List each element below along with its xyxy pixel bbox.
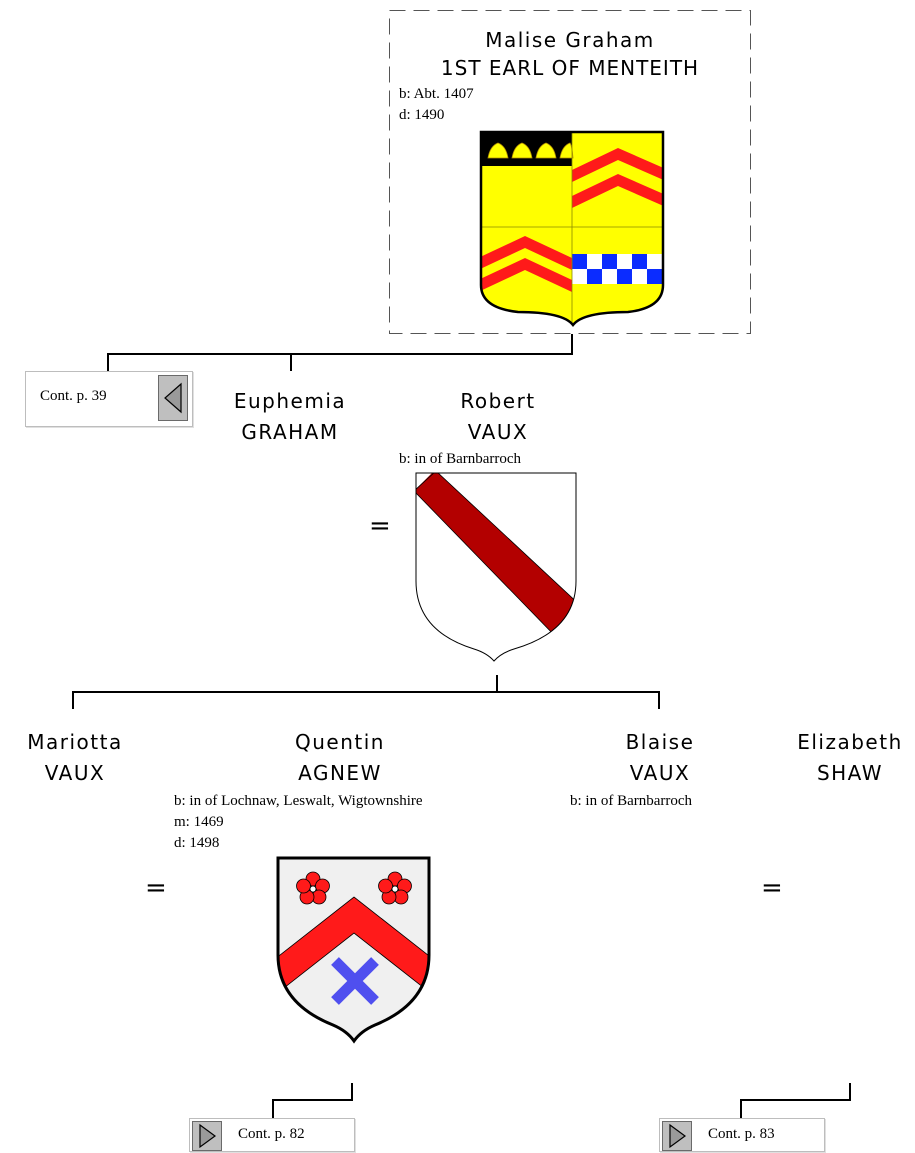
connector-drop-mariotta [72, 691, 74, 709]
euphemia-last-name: GRAHAM [241, 420, 339, 444]
marriage-symbol-1: = [369, 511, 391, 541]
marriage-symbol-2: = [145, 873, 167, 903]
elizabeth-first-name: Elizabeth [797, 730, 903, 754]
agnew-coat-of-arms-icon [276, 856, 431, 1044]
connector-top-horizontal [107, 353, 573, 355]
mariotta-last-name: VAUX [44, 761, 106, 785]
quentin-marriage: m: 1469 [174, 814, 224, 830]
connector-children-horizontal [72, 691, 660, 693]
euphemia-first-name: Euphemia [233, 389, 347, 413]
marriage-symbol-3: = [761, 873, 783, 903]
forward-arrow-icon[interactable] [662, 1121, 692, 1151]
cont-p39-label: Cont. p. 39 [40, 388, 107, 404]
connector-root-down [571, 334, 573, 354]
root-title: 1ST EARL OF MENTEITH [440, 56, 700, 80]
cont-p83-link[interactable]: Cont. p. 83 [659, 1118, 825, 1152]
dashed-border [389, 10, 751, 334]
robert-last-name: VAUX [467, 420, 529, 444]
connector-robert-down [496, 675, 498, 692]
root-death: d: 1490 [399, 107, 445, 123]
blaise-birth: b: in of Barnbarroch [570, 793, 693, 809]
elizabeth-last-name: SHAW [816, 761, 884, 785]
robert-first-name: Robert [460, 389, 536, 413]
cont-p39-link[interactable]: Cont. p. 39 [25, 371, 193, 427]
connector-right-horizontal [740, 1099, 851, 1101]
connector-elizabeth-down [849, 1083, 851, 1101]
graham-coat-of-arms-icon [479, 130, 665, 328]
robert-birth: b: in of Barnbarroch [399, 451, 522, 467]
cont-p82-label: Cont. p. 82 [238, 1126, 305, 1142]
blaise-last-name: VAUX [629, 761, 691, 785]
vaux-coat-of-arms-icon [415, 472, 577, 662]
forward-arrow-icon[interactable] [192, 1121, 222, 1151]
connector-left-horizontal [272, 1099, 353, 1101]
connector-drop-blaise [658, 691, 660, 709]
root-first-name: Malise Graham [485, 28, 655, 52]
root-birth: b: Abt. 1407 [399, 86, 474, 102]
quentin-death: d: 1498 [174, 835, 220, 851]
quentin-last-name: AGNEW [298, 761, 382, 785]
connector-drop-euphemia [290, 353, 292, 371]
blaise-first-name: Blaise [625, 730, 695, 754]
back-arrow-icon[interactable] [158, 375, 188, 421]
connector-drop-left [107, 353, 109, 371]
cont-p82-link[interactable]: Cont. p. 82 [189, 1118, 355, 1152]
cont-p83-label: Cont. p. 83 [708, 1126, 775, 1142]
connector-right-drop [740, 1099, 742, 1119]
mariotta-first-name: Mariotta [27, 730, 123, 754]
connector-quentin-down [351, 1083, 353, 1101]
quentin-first-name: Quentin [295, 730, 385, 754]
connector-left-drop [272, 1099, 274, 1119]
root-person-card[interactable]: Malise Graham 1ST EARL OF MENTEITH b: Ab… [389, 10, 751, 334]
quentin-birth: b: in of Lochnaw, Leswalt, Wigtownshire [174, 793, 423, 809]
